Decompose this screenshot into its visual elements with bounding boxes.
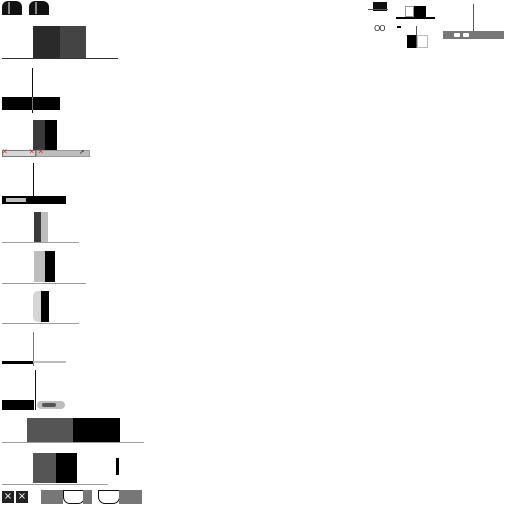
gray-block [83,490,92,504]
close-marker-icon: × [2,147,8,157]
gray-block [119,490,142,504]
close-x-icon[interactable]: × [16,491,28,503]
baseline [2,484,108,485]
close-marker-icon: × [29,147,35,157]
bar-insert [6,198,26,202]
shelf-line [396,17,435,19]
bar-block [2,196,66,204]
tab-shape-icon [29,1,49,15]
divider [416,26,417,48]
antenna-line [473,4,474,32]
close-x-icon[interactable]: × [2,491,14,503]
gray-block [41,490,63,504]
tab-shape-icon [2,1,22,15]
bar-line [2,361,33,364]
panel-block-black [56,453,77,483]
axis-line [33,163,34,203]
battery-slot [454,33,460,37]
baseline [2,442,144,443]
panel-block-mid [33,453,56,483]
bar-block [2,400,34,410]
battery-icon [443,31,504,39]
tab-highlight [35,2,37,14]
tray-line [368,9,388,10]
panel-block-light [33,291,41,322]
bar-line-light [33,361,66,363]
axis-line [33,332,34,366]
rounded-slot-inner [42,403,56,407]
axis-line [35,370,36,410]
window-frame [405,6,414,17]
panel-block-light [34,251,45,282]
window-block [414,6,426,17]
baseline [2,283,86,284]
strip-right [36,150,90,157]
toggle-icon [397,26,401,28]
panel-block-white [417,35,428,48]
panel-block-mid [27,418,73,442]
panel-block-black [41,291,49,322]
panel-block-mid [60,26,86,58]
baseline [2,242,79,243]
panel-block-black [407,35,416,48]
axis-divider [32,97,33,110]
panel-block-black [45,251,55,282]
battery-slot [463,33,469,37]
rounded-frame-icon [63,490,85,504]
close-marker-icon: × [38,147,44,157]
baseline [2,323,79,324]
panel-block-light [41,212,48,242]
panel-block-black [45,120,57,150]
panel-block-dark [33,26,60,58]
panel-block-dark [33,120,45,150]
arrow-icon: ↗ [79,147,85,157]
axis-line [32,68,33,113]
marker-line [116,458,119,475]
strip-left [2,150,36,157]
rounded-frame-icon [98,490,120,504]
panel-block-black [73,418,120,442]
tray-block [373,2,387,11]
baseline [2,58,118,59]
bar-block [2,97,60,110]
tab-highlight [8,2,10,14]
glasses-icon: OO [374,24,386,33]
panel-block-dark [34,212,41,242]
